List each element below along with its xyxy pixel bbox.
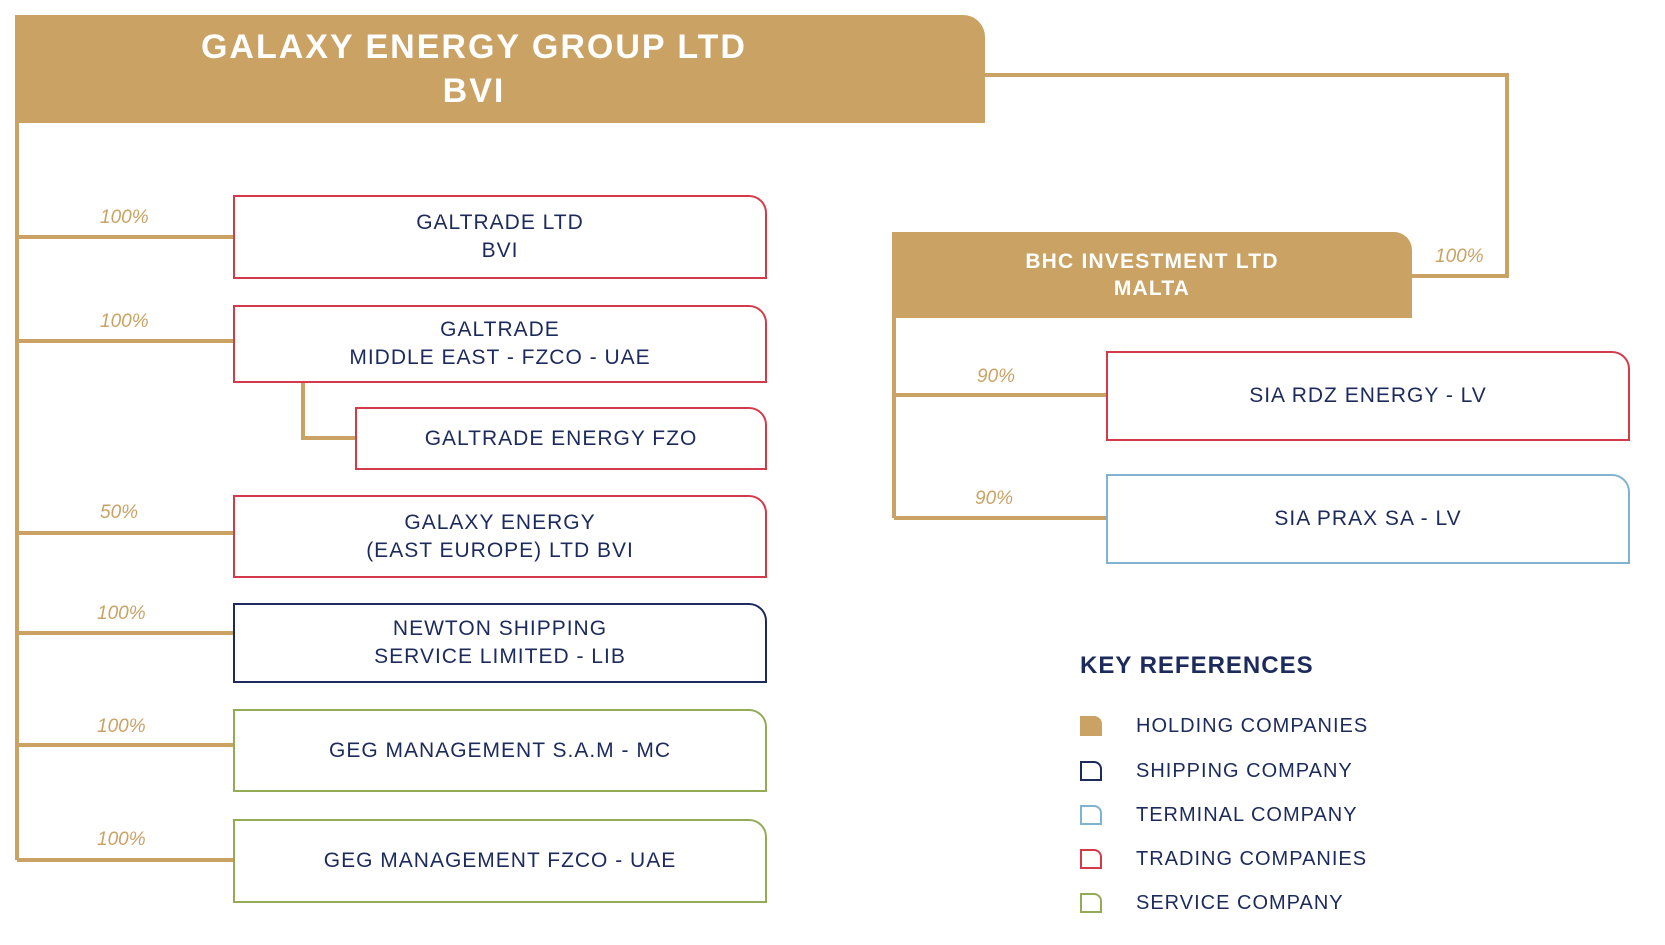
terminal-swatch-icon xyxy=(1080,805,1102,825)
company-line1: GALAXY ENERGY xyxy=(404,510,596,534)
legend-label: SERVICE COMPANY xyxy=(1136,891,1344,914)
company-line2: (EAST EUROPE) LTD BVI xyxy=(366,538,634,562)
pct-geg-fzco: 100% xyxy=(97,829,146,850)
company-line1: GALTRADE ENERGY FZO xyxy=(424,426,698,450)
legend-item-terminal: TERMINAL COMPANY xyxy=(1080,800,1358,830)
company-line2: MIDDLE EAST - FZCO - UAE xyxy=(349,346,651,369)
company-line2: SERVICE LIMITED - LIB xyxy=(374,645,626,668)
pct-geg-sam: 100% xyxy=(97,716,146,737)
legend-label: SHIPPING COMPANY xyxy=(1136,759,1353,782)
legend-title: KEY REFERENCES xyxy=(1080,652,1314,679)
company-sia-prax: SIA PRAX SA - LV xyxy=(1106,474,1630,564)
trading-swatch-icon xyxy=(1080,849,1102,869)
shipping-swatch-icon xyxy=(1080,761,1102,781)
pct-bhc: 100% xyxy=(1435,246,1484,267)
company-geg-management-sam: GEG MANAGEMENT S.A.M - MC xyxy=(233,709,767,792)
company-line1: GEG MANAGEMENT S.A.M - MC xyxy=(329,738,671,762)
bhc-line1: BHC INVESTMENT LTD xyxy=(1025,250,1279,273)
legend-label: HOLDING COMPANIES xyxy=(1136,714,1369,737)
pct-sia-rdz: 90% xyxy=(977,366,1016,387)
pct-galaxy-east-europe: 50% xyxy=(100,502,139,523)
pct-sia-prax: 90% xyxy=(975,488,1014,509)
company-galaxy-energy-east-europe: GALAXY ENERGY (EAST EUROPE) LTD BVI xyxy=(233,495,767,578)
legend-item-holding: HOLDING COMPANIES xyxy=(1080,711,1368,741)
company-newton-shipping: NEWTON SHIPPING SERVICE LIMITED - LIB xyxy=(233,603,767,683)
legend-label: TERMINAL COMPANY xyxy=(1136,803,1358,826)
company-line1: NEWTON SHIPPING xyxy=(392,617,608,640)
pct-galtrade-ltd: 100% xyxy=(100,207,149,228)
company-sia-rdz-energy: SIA RDZ ENERGY - LV xyxy=(1106,351,1630,441)
holding-swatch-icon xyxy=(1080,716,1102,736)
company-geg-management-fzco: GEG MANAGEMENT FZCO - UAE xyxy=(233,819,767,903)
header-line2: BVI xyxy=(442,72,506,110)
bhc-investment-box: BHC INVESTMENT LTD MALTA xyxy=(892,232,1412,318)
company-line1: GALTRADE xyxy=(440,318,560,341)
galaxy-energy-group-box: GALAXY ENERGY GROUP LTD BVI xyxy=(15,15,985,123)
legend-item-service: SERVICE COMPANY xyxy=(1080,888,1344,918)
legend-item-shipping: SHIPPING COMPANY xyxy=(1080,756,1353,786)
pct-newton-shipping: 100% xyxy=(97,603,146,624)
company-line1: GEG MANAGEMENT FZCO - UAE xyxy=(323,849,677,872)
company-galtrade-middle-east: GALTRADE MIDDLE EAST - FZCO - UAE xyxy=(233,305,767,383)
legend-item-trading: TRADING COMPANIES xyxy=(1080,844,1367,874)
bhc-line2: MALTA xyxy=(1113,277,1191,300)
service-swatch-icon xyxy=(1080,893,1102,913)
company-galtrade-energy-fzo: GALTRADE ENERGY FZO xyxy=(355,407,767,470)
pct-galtrade-me: 100% xyxy=(100,311,149,332)
company-galtrade-ltd: GALTRADE LTD BVI xyxy=(233,195,767,279)
company-line2: BVI xyxy=(481,239,519,262)
header-line1: GALAXY ENERGY GROUP LTD xyxy=(200,28,747,66)
legend-label: TRADING COMPANIES xyxy=(1136,847,1368,870)
company-line1: GALTRADE LTD xyxy=(416,211,584,234)
company-line1: SIA RDZ ENERGY - LV xyxy=(1249,384,1487,407)
company-line1: SIA PRAX SA - LV xyxy=(1274,507,1462,530)
